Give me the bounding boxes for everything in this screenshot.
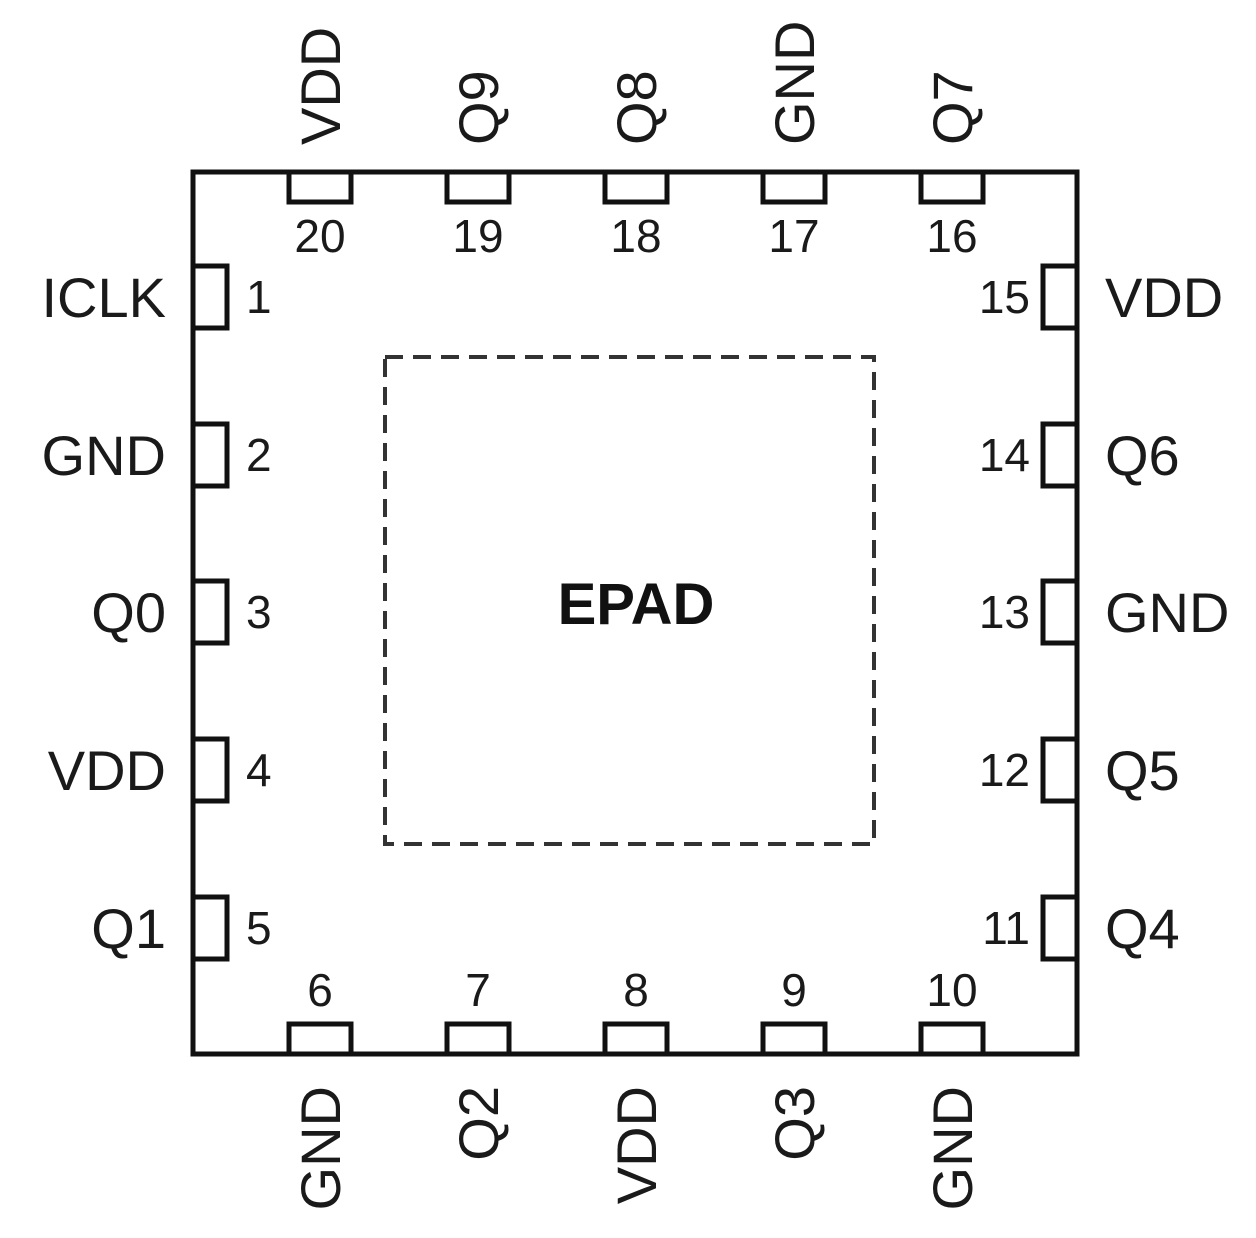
pin-16: 16 Q7 bbox=[918, 70, 986, 262]
pin-12-signal: Q5 bbox=[1105, 739, 1180, 802]
pin-19-number: 19 bbox=[452, 210, 503, 262]
pin-12-pad bbox=[1040, 736, 1080, 804]
pin-17-number: 17 bbox=[768, 210, 819, 262]
pin-10-number: 10 bbox=[926, 964, 977, 1016]
pin-3-signal: Q0 bbox=[91, 581, 166, 644]
pin-19-signal: Q9 bbox=[447, 70, 510, 145]
pin-2: 2 GND bbox=[42, 421, 272, 489]
pin-13: 13 GND bbox=[979, 578, 1229, 646]
pin-13-number: 13 bbox=[979, 586, 1030, 638]
pin-5-number: 5 bbox=[246, 902, 272, 954]
package-outline bbox=[190, 169, 1080, 1057]
pin-12-number: 12 bbox=[979, 744, 1030, 796]
pin-18-number: 18 bbox=[610, 210, 661, 262]
epad-label: EPAD bbox=[558, 572, 715, 637]
pin-9-number: 9 bbox=[781, 964, 807, 1016]
pin-18-signal: Q8 bbox=[605, 70, 668, 145]
pin-6-number: 6 bbox=[307, 964, 333, 1016]
pin-20-pad bbox=[286, 169, 354, 205]
pin-19-pad bbox=[444, 169, 512, 205]
pin-4-pad bbox=[190, 736, 230, 804]
pin-8-number: 8 bbox=[623, 964, 649, 1016]
pin-7-signal: Q2 bbox=[447, 1086, 510, 1161]
pin-15: 15 VDD bbox=[979, 263, 1223, 331]
pin-20-number: 20 bbox=[294, 210, 345, 262]
pin-16-number: 16 bbox=[926, 210, 977, 262]
pin-8-signal: VDD bbox=[605, 1086, 668, 1204]
pin-7: 7Q2 bbox=[444, 964, 512, 1161]
pin-20-signal: VDD bbox=[289, 27, 352, 145]
pin-17-pad bbox=[760, 169, 828, 205]
pin-11-pad bbox=[1040, 894, 1080, 962]
pin-11-signal: Q4 bbox=[1105, 897, 1180, 960]
pin-14-pad bbox=[1040, 421, 1080, 489]
pin-14-number: 14 bbox=[979, 429, 1030, 481]
pin-17: 17 GND bbox=[760, 21, 828, 262]
pin-14: 14 Q6 bbox=[979, 421, 1180, 489]
pin-16-signal: Q7 bbox=[921, 70, 984, 145]
pin-2-signal: GND bbox=[42, 424, 166, 487]
pin-15-number: 15 bbox=[979, 271, 1030, 323]
pin-11: 11 Q4 bbox=[982, 894, 1180, 962]
pin-9-signal: Q3 bbox=[763, 1086, 826, 1161]
pin-15-signal: VDD bbox=[1105, 266, 1223, 329]
pin-14-signal: Q6 bbox=[1105, 424, 1180, 487]
pin-19: 19 Q9 bbox=[444, 70, 512, 262]
pin-20: 20 VDD bbox=[286, 27, 354, 262]
pin-18: 18 Q8 bbox=[602, 70, 670, 262]
pin-1-signal: ICLK bbox=[42, 266, 167, 329]
pin-18-pad bbox=[602, 169, 670, 205]
pin-4: 4 VDD bbox=[48, 736, 272, 804]
pin-5-signal: Q1 bbox=[91, 897, 166, 960]
pin-17-signal: GND bbox=[763, 21, 826, 145]
pin-1-number: 1 bbox=[246, 271, 272, 323]
pin-11-number: 11 bbox=[982, 902, 1030, 954]
pin-15-pad bbox=[1040, 263, 1080, 331]
pin-9-pad bbox=[760, 1021, 828, 1057]
pin-5-pad bbox=[190, 894, 230, 962]
pin-16-pad bbox=[918, 169, 986, 205]
pin-4-signal: VDD bbox=[48, 739, 166, 802]
pin-8-pad bbox=[602, 1021, 670, 1057]
pin-13-signal: GND bbox=[1105, 581, 1229, 644]
pin-3-pad bbox=[190, 578, 230, 646]
pin-1-pad bbox=[190, 263, 230, 331]
pins-layer: 1ICLK2GND3Q04VDD5Q16GND7Q28VDD9Q310GND11… bbox=[42, 21, 1230, 1211]
pin-13-pad bbox=[1040, 578, 1080, 646]
pin-10-pad bbox=[918, 1021, 986, 1057]
pin-9: 9Q3 bbox=[760, 964, 828, 1161]
pin-10-signal: GND bbox=[921, 1086, 984, 1210]
pin-2-pad bbox=[190, 421, 230, 489]
epad-outline bbox=[383, 355, 876, 846]
pin-4-number: 4 bbox=[246, 744, 272, 796]
pin-6-signal: GND bbox=[289, 1086, 352, 1210]
pin-1: 1 ICLK bbox=[42, 263, 272, 331]
pin-3: 3 Q0 bbox=[91, 578, 272, 646]
pin-2-number: 2 bbox=[246, 429, 272, 481]
pin-12: 12 Q5 bbox=[979, 736, 1180, 804]
pin-5: 5 Q1 bbox=[91, 894, 272, 962]
pin-7-number: 7 bbox=[465, 964, 491, 1016]
pin-6-pad bbox=[286, 1021, 354, 1057]
pin-3-number: 3 bbox=[246, 586, 272, 638]
pin-7-pad bbox=[444, 1021, 512, 1057]
